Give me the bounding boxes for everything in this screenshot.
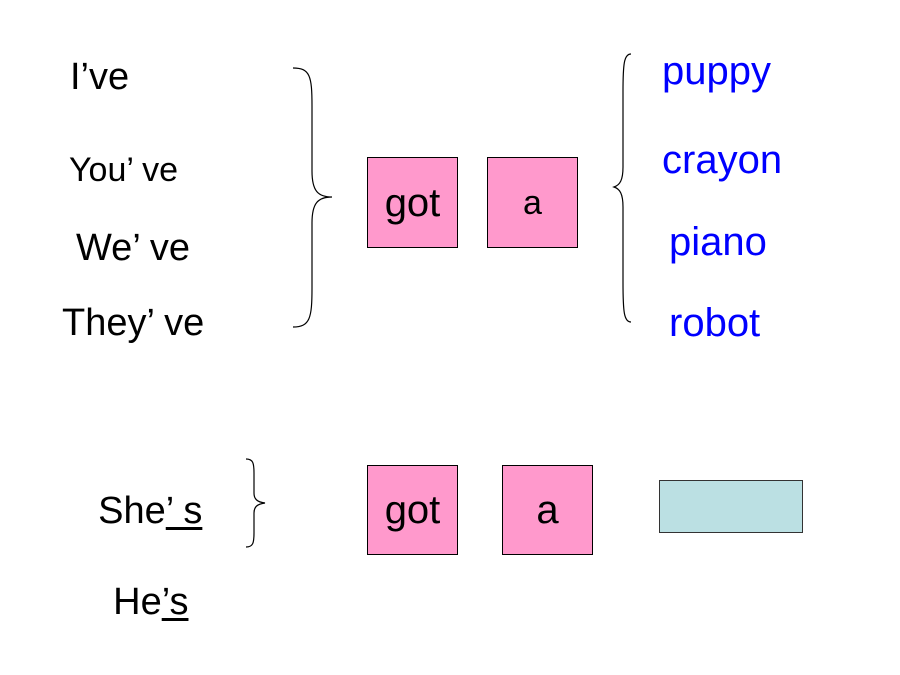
a-box-top: a bbox=[487, 157, 578, 248]
subject-hes: He’s bbox=[92, 545, 188, 621]
blank-answer-box bbox=[659, 480, 803, 533]
noun-piano: piano bbox=[669, 220, 767, 264]
subject-hes-prefix: He bbox=[113, 581, 162, 623]
noun-puppy: puppy bbox=[662, 49, 771, 93]
subject-shes-underlined: ’ s bbox=[165, 490, 203, 532]
subject-hes-underlined: ’s bbox=[161, 581, 189, 623]
subject-youve: You’ ve bbox=[69, 151, 179, 189]
subject-theyve: They’ ve bbox=[62, 302, 205, 344]
subject-ive: I’ve bbox=[70, 56, 130, 98]
bottom-left-brace bbox=[245, 458, 266, 548]
subject-weve: We’ ve bbox=[76, 227, 191, 269]
got-box-bottom: got bbox=[367, 465, 458, 555]
noun-crayon: crayon bbox=[662, 138, 783, 182]
top-left-brace bbox=[292, 67, 333, 328]
subject-shes-prefix: She bbox=[98, 490, 166, 532]
subject-shes: She’ s bbox=[77, 454, 202, 530]
top-right-brace bbox=[612, 53, 632, 323]
got-box-top: got bbox=[367, 157, 458, 248]
noun-robot: robot bbox=[669, 301, 761, 345]
a-box-bottom: a bbox=[502, 465, 593, 555]
